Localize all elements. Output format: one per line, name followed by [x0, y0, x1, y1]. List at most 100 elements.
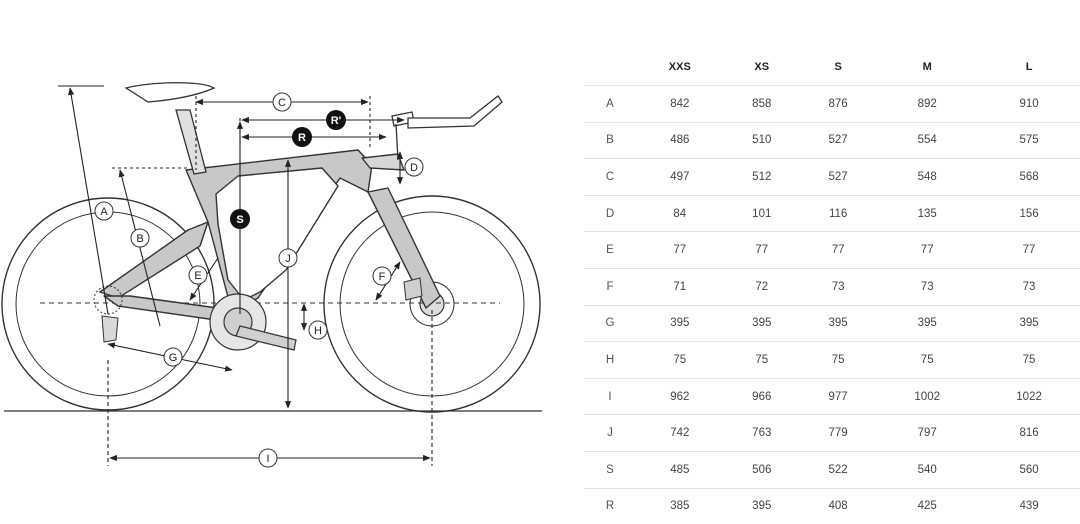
table-cell: 101	[723, 194, 800, 232]
row-label: R	[584, 487, 636, 524]
table-cell: 506	[723, 450, 800, 489]
table-cell: 73	[799, 267, 877, 306]
table-cell: 1002	[876, 377, 979, 415]
table-cell: 73	[978, 267, 1080, 306]
row-label: I	[584, 377, 636, 415]
table-cell: 395	[876, 304, 979, 342]
table-cell: 75	[978, 341, 1080, 379]
svg-text:A: A	[100, 206, 108, 218]
label-f: F	[372, 266, 392, 286]
table-cell: 116	[799, 194, 877, 232]
row-label: S	[584, 450, 636, 489]
table-cell: 540	[876, 450, 979, 489]
rear-derailleur	[93, 285, 123, 343]
table-cell: 77	[799, 231, 877, 269]
table-cell: 842	[636, 85, 724, 123]
bike-frame	[99, 149, 441, 323]
label-s: S	[230, 209, 250, 229]
svg-text:R': R'	[331, 115, 342, 127]
size-header: L	[1025, 61, 1033, 73]
table-cell: 512	[723, 158, 800, 196]
table-cell: 892	[876, 85, 979, 123]
table-cell: 73	[876, 267, 979, 306]
table-cell: 742	[636, 414, 724, 452]
table-cell: 71	[636, 267, 724, 306]
row-label: G	[584, 304, 636, 342]
table-cell: 910	[978, 85, 1080, 123]
table-cell: 527	[799, 121, 877, 159]
size-header: S	[834, 61, 842, 73]
table-cell: 554	[876, 121, 979, 159]
table-cell: 1022	[978, 377, 1080, 415]
table-cell: 395	[799, 304, 877, 342]
table-cell: 425	[876, 487, 979, 524]
row-label: B	[584, 121, 636, 159]
size-header: M	[922, 61, 932, 73]
table-cell: 763	[723, 414, 800, 452]
label-i: I	[258, 448, 278, 468]
row-label: F	[584, 267, 636, 306]
table-cell: 962	[636, 377, 724, 415]
row-label: C	[584, 158, 636, 196]
table-corner	[584, 49, 636, 86]
table-cell: 575	[978, 121, 1080, 159]
label-d: D	[404, 157, 424, 177]
label-r-prime: R'	[326, 110, 346, 130]
svg-text:B: B	[136, 233, 143, 245]
table-cell: 977	[799, 377, 877, 415]
handlebar	[391, 95, 503, 161]
table-cell: 527	[799, 158, 877, 196]
label-j: J	[278, 248, 298, 268]
seatpost-saddle	[124, 82, 216, 175]
table-cell: 75	[799, 341, 877, 379]
svg-text:H: H	[314, 325, 322, 337]
table-cell: 77	[978, 231, 1080, 269]
label-g: G	[163, 347, 183, 367]
table-cell: 395	[723, 304, 800, 342]
table-cell: 510	[723, 121, 800, 159]
table-cell: 395	[636, 304, 724, 342]
bike-geometry-diagram: A B C D E F G H	[1, 82, 542, 468]
table-cell: 779	[799, 414, 877, 452]
svg-text:J: J	[285, 253, 291, 265]
svg-text:I: I	[266, 453, 269, 465]
table-cell: 75	[876, 341, 979, 379]
brake-caliper	[403, 277, 423, 301]
crankset	[209, 293, 297, 351]
table-cell: 548	[876, 158, 979, 196]
label-b: B	[130, 228, 150, 248]
table-cell: 135	[876, 194, 979, 232]
table-cell: 84	[636, 194, 724, 232]
table-cell: 75	[723, 341, 800, 379]
table-cell: 395	[978, 304, 1080, 342]
table-cell: 385	[636, 487, 724, 524]
table-cell: 395	[723, 487, 800, 524]
label-h: H	[308, 320, 328, 340]
svg-text:R: R	[298, 132, 306, 144]
label-c: C	[272, 92, 292, 112]
table-cell: 568	[978, 158, 1080, 196]
row-label: A	[584, 85, 636, 123]
svg-text:F: F	[379, 271, 386, 283]
front-wheel	[323, 195, 541, 413]
table-header-row: XXS XS S M L	[584, 49, 1080, 86]
row-label: D	[584, 194, 636, 232]
table-cell: 485	[636, 450, 724, 489]
svg-text:E: E	[194, 270, 201, 282]
table-cell: 77	[723, 231, 800, 269]
table-cell: 560	[978, 450, 1080, 489]
table-cell: 77	[636, 231, 724, 269]
row-label: H	[584, 341, 636, 379]
table-cell: 797	[876, 414, 979, 452]
